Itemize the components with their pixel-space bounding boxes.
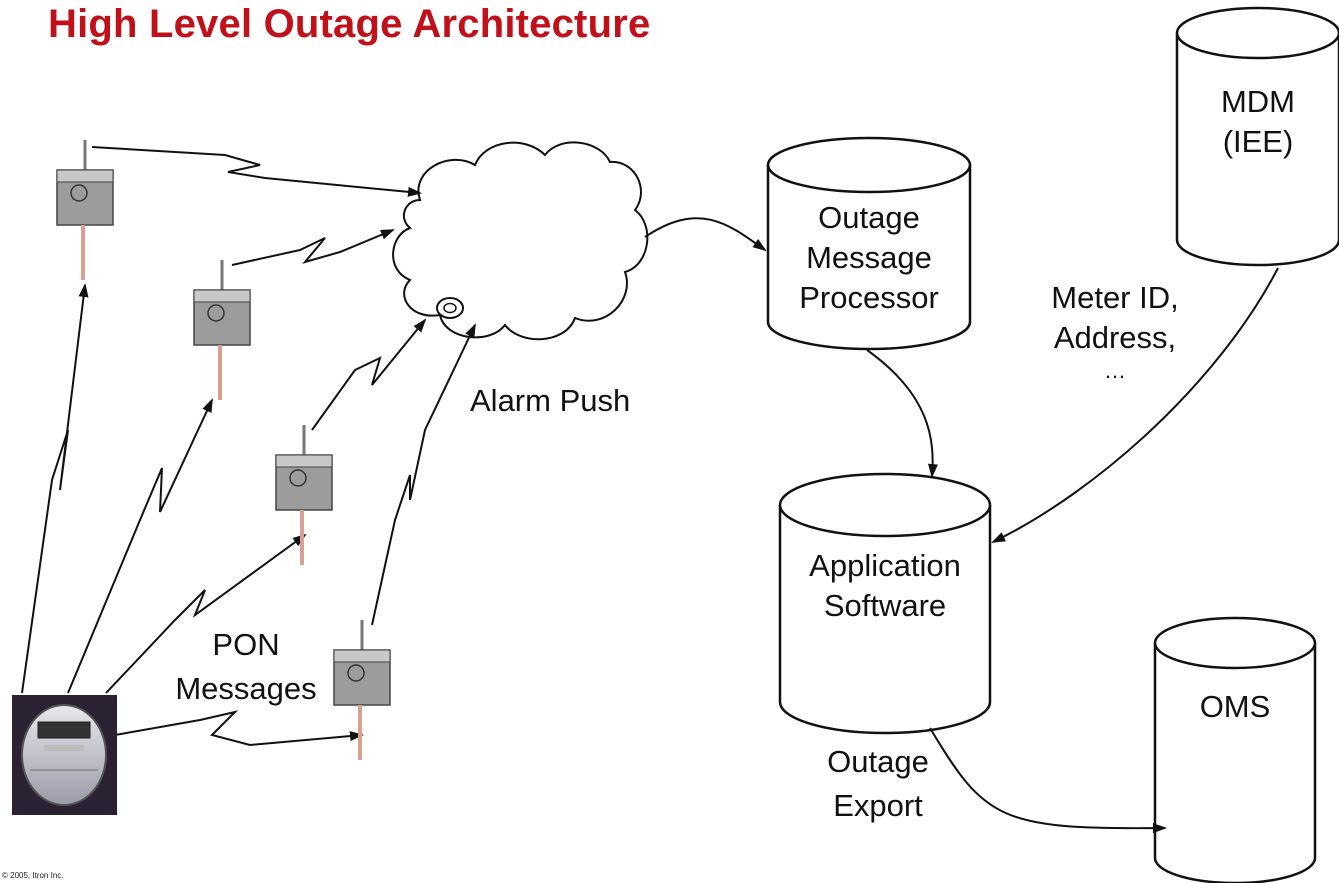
meter-id-address-label: Meter ID, Address, … [1035,278,1195,384]
meter-label-line: Meter ID, [1051,280,1179,315]
copyright-footer: © 2005, Itron Inc. [2,871,64,880]
mdm-label-line: MDM [1220,84,1296,119]
oms-database-cylinder [1153,616,1317,883]
page-title: High Level Outage Architecture [48,2,651,46]
export-label-line: Outage [827,744,929,779]
rf-link-arrow [114,710,364,747]
rf-link-arrow [67,398,213,694]
application-label-line: Application [809,548,961,583]
mdm-database-cylinder [1175,6,1339,267]
mdm-label: MDM (IEE) [1178,82,1338,162]
rf-link-arrow [91,146,422,197]
outage-message-processor-cylinder [766,136,972,351]
rf-link-arrow [371,323,476,626]
application-to-oms-arrow [929,727,1167,834]
collector-icon [333,620,391,760]
processor-label-line: Message [806,240,932,275]
rf-link-arrow [21,283,89,694]
processor-label-line: Processor [799,280,939,315]
rf-link-arrow [311,318,427,431]
mdm-to-application-arrow [991,267,1279,543]
mdm-label-line: (IEE) [1222,124,1294,159]
pon-label-line: Messages [175,671,317,706]
outage-message-processor-label: Outage Message Processor [768,198,970,318]
application-software-cylinder [778,472,992,735]
oms-label-line: OMS [1199,689,1271,724]
rf-link-arrow [231,229,395,266]
meter-label-line: … [1104,358,1126,383]
outage-export-label: Outage Export [808,742,948,826]
collector-icon [193,260,251,400]
processor-to-application-arrow [866,349,938,478]
meter-label-line: Address, [1053,320,1177,355]
export-label-line: Export [833,788,923,823]
network-cloud-icon [392,141,649,341]
pon-label-line: PON [212,627,280,662]
processor-label-line: Outage [818,200,920,235]
cloud-to-processor-arrow [644,217,767,252]
electric-meter-icon [12,695,117,815]
rf-link-arrow [105,533,307,694]
pon-messages-label: PON Messages [165,625,327,709]
collector-icon [56,140,114,280]
application-software-label: Application Software [780,546,990,626]
oms-label: OMS [1155,687,1315,727]
application-label-line: Software [823,588,947,623]
alarm-push-label: Alarm Push [470,383,631,418]
collector-icon [275,425,333,565]
